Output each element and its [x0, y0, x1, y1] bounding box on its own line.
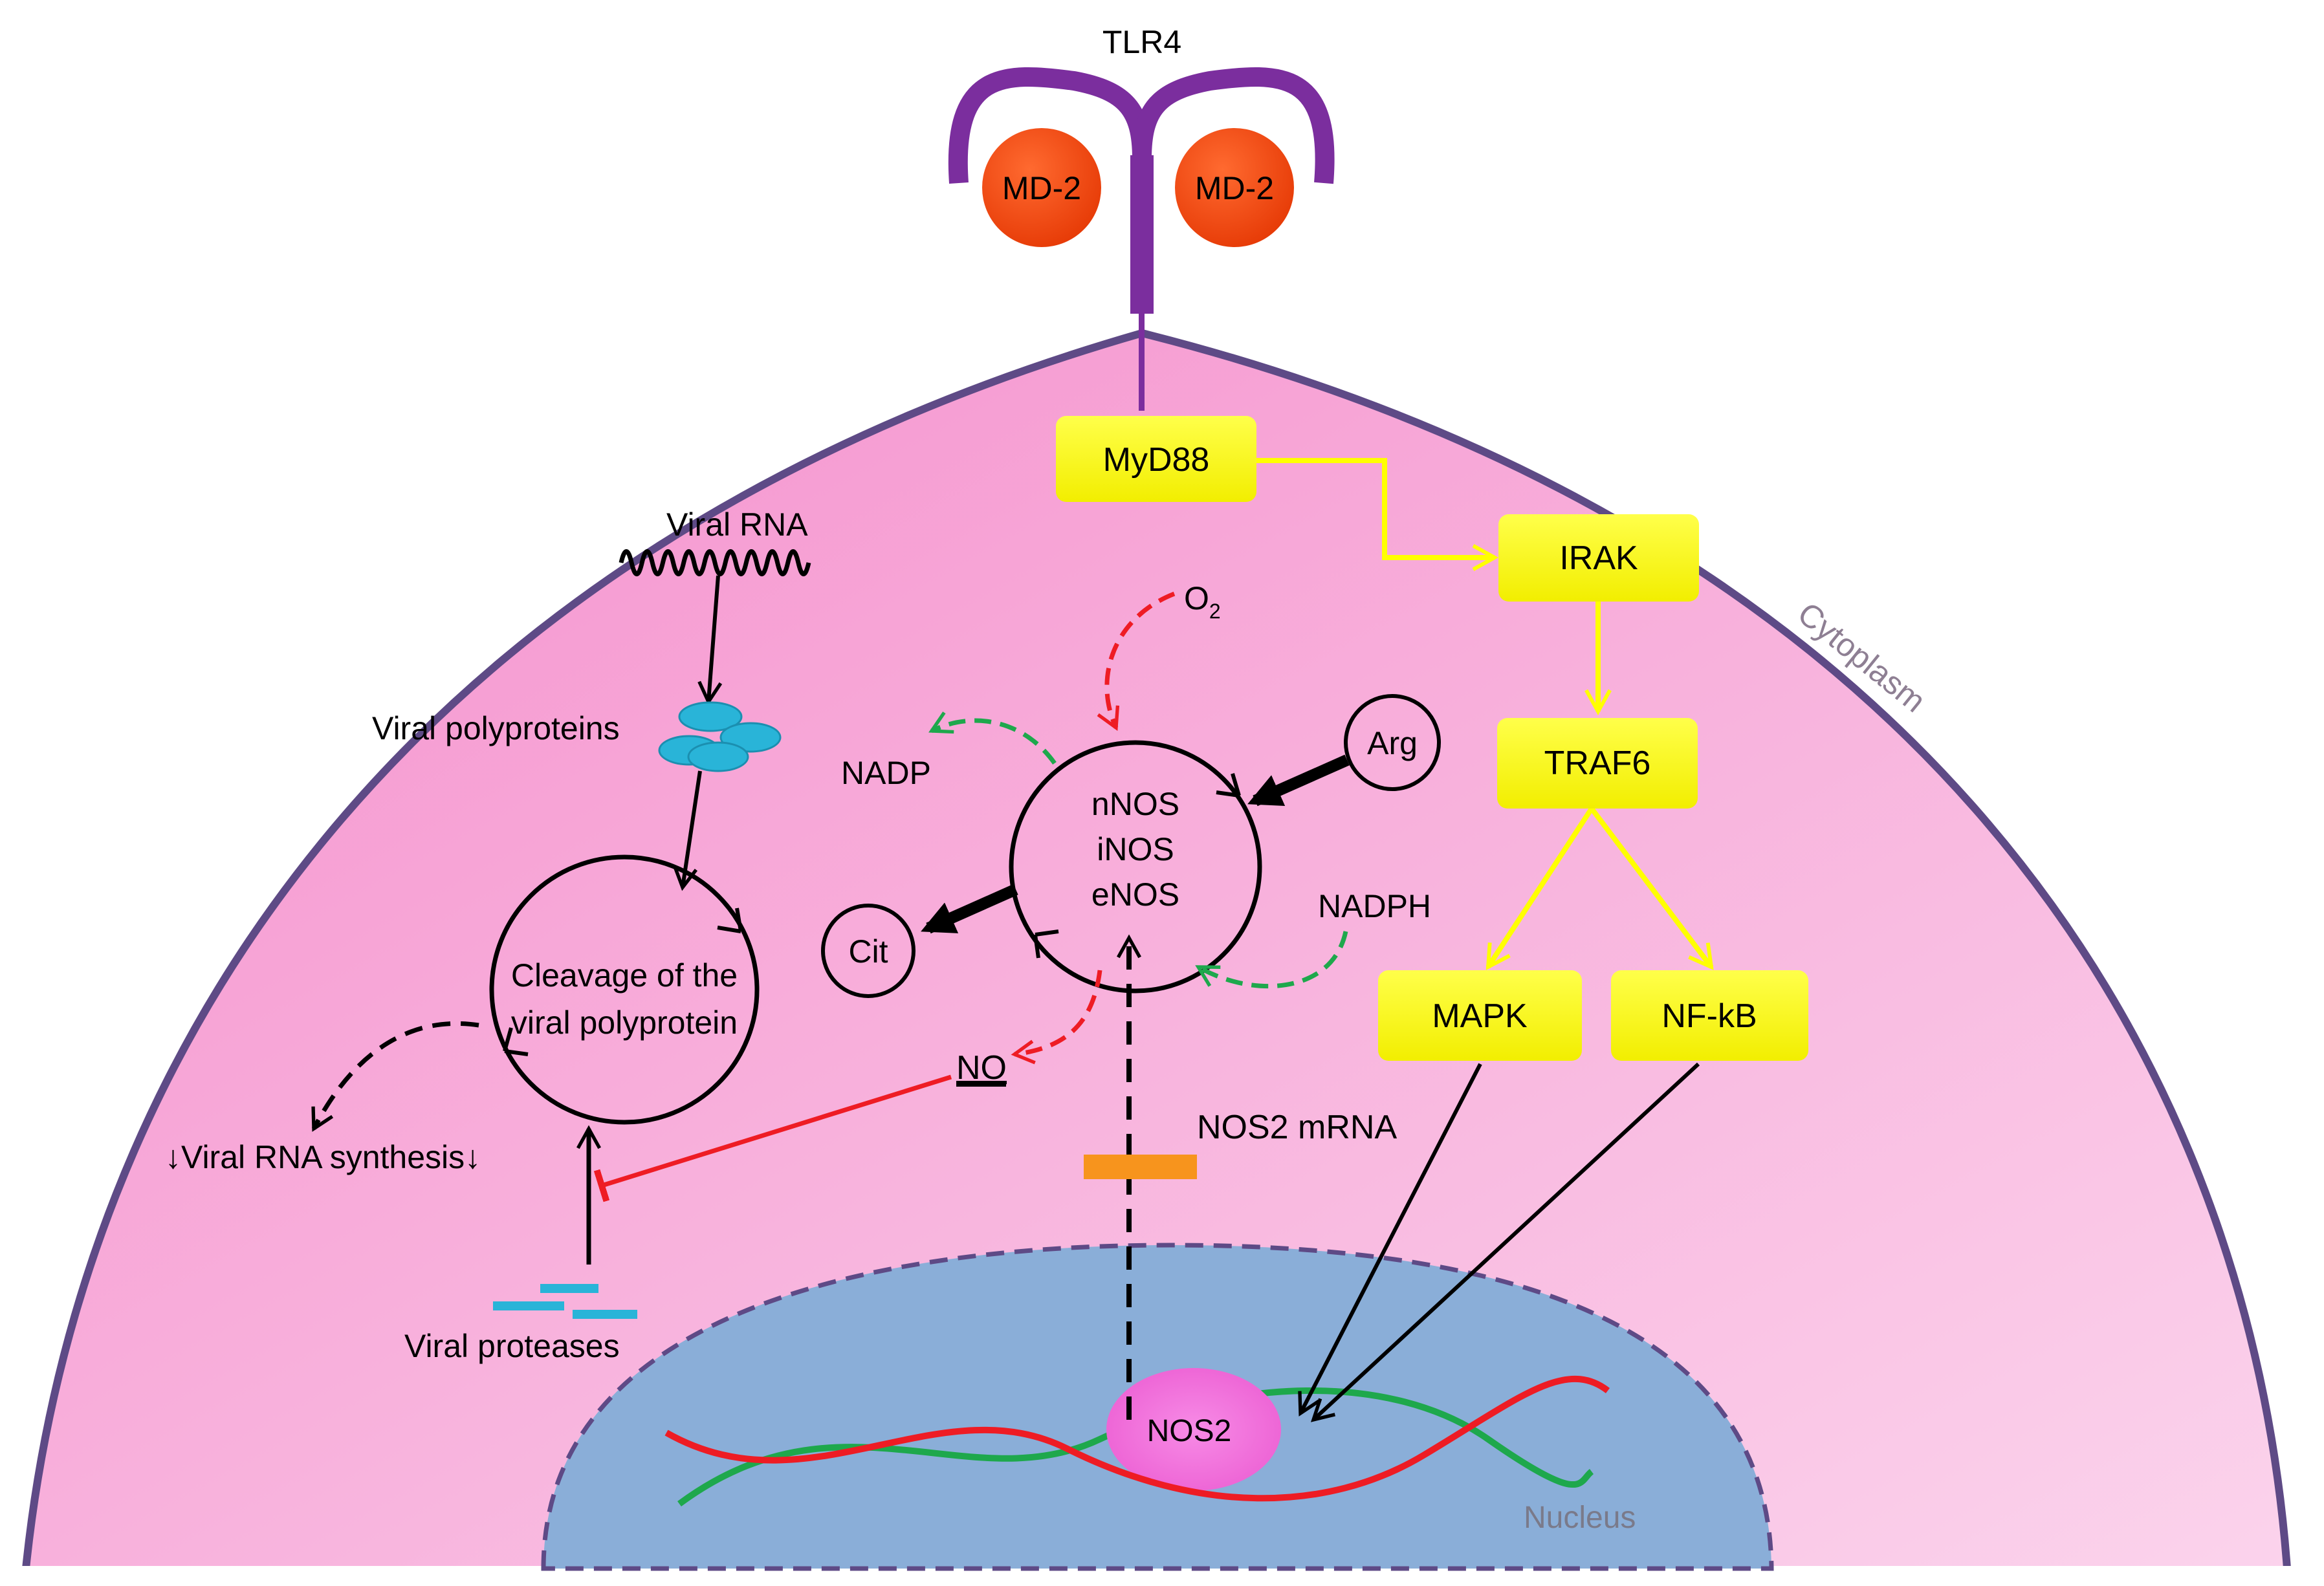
polyprotein-icon — [658, 701, 782, 772]
cleavage-to-rna-synthesis-arrow — [311, 1021, 479, 1132]
dna-strand-red — [664, 1375, 1610, 1502]
nos-to-cit-arrow — [921, 884, 1018, 934]
cit-node: Cit — [821, 904, 915, 998]
svg-text:IRAK: IRAK — [1559, 539, 1638, 577]
arg-node: Arg — [1344, 694, 1441, 791]
tlr4-receptor — [948, 67, 1335, 411]
nos2-label: NOS2 — [1147, 1414, 1232, 1448]
nos-to-no-arrow — [1011, 970, 1102, 1065]
svg-text:MAPK: MAPK — [1432, 997, 1528, 1035]
myd88-box: MyD88 — [1056, 416, 1256, 502]
md2-left — [982, 128, 1101, 247]
nos2-gene-blob — [1106, 1368, 1281, 1491]
o2-to-nos-arrow — [1097, 591, 1176, 731]
viral-proteases-label: Viral proteases — [404, 1328, 620, 1364]
arg-to-nos-arrow — [1247, 754, 1350, 807]
mapk-box: MAPK — [1378, 970, 1582, 1061]
svg-text:nNOS: nNOS — [1091, 786, 1179, 822]
md2-right — [1175, 128, 1294, 247]
rna-to-polyprotein-arrow — [697, 575, 723, 706]
svg-text:eNOS: eNOS — [1091, 876, 1179, 913]
traf6-box: TRAF6 — [1497, 718, 1698, 809]
cleavage-cycle: Cleavage of the viral polyprotein — [489, 854, 760, 1125]
nos2-mrna-bar — [1084, 1155, 1197, 1179]
nadph-to-nos-arrow — [1195, 931, 1348, 989]
nos-cycle: nNOS iNOS eNOS — [1009, 740, 1262, 994]
md2-right-label: MD-2 — [1195, 170, 1274, 206]
pathway-arrows — [1255, 458, 1714, 971]
irak-box: IRAK — [1498, 514, 1699, 602]
viral-proteases-icon — [493, 1284, 637, 1319]
svg-text:NF-kB: NF-kB — [1661, 997, 1757, 1035]
svg-text:TRAF6: TRAF6 — [1544, 744, 1651, 782]
md2-left-label: MD-2 — [1002, 170, 1081, 206]
svg-text:MyD88: MyD88 — [1103, 441, 1210, 479]
svg-text:iNOS: iNOS — [1097, 831, 1174, 867]
viral-rna-wave — [619, 549, 811, 576]
nos2-mrna-label: NOS2 mRNA — [1197, 1109, 1397, 1146]
mapk-to-nos2-arrow — [1298, 1063, 1482, 1417]
nfkb-to-nos2-arrow — [1310, 1062, 1700, 1422]
viral-polyproteins-label: Viral polyproteins — [372, 710, 620, 746]
viral-rna-synthesis-label: ↓Viral RNA synthesis↓ — [165, 1139, 481, 1175]
svg-text:viral polyprotein: viral polyprotein — [511, 1005, 738, 1041]
svg-text:Arg: Arg — [1367, 725, 1418, 761]
polyprotein-to-cleavage-arrow — [673, 770, 702, 891]
no-inhibition — [593, 1074, 952, 1202]
svg-text:Cit: Cit — [848, 933, 888, 970]
tlr4-label: TLR4 — [1102, 24, 1181, 60]
no-label: NO — [956, 1049, 1007, 1087]
nucleus-label: Nucleus — [1524, 1501, 1636, 1535]
viral-rna-label: Viral RNA — [666, 506, 808, 543]
o2-label: O2 — [1184, 580, 1221, 623]
nadp-label: NADP — [841, 755, 931, 791]
svg-text:Cleavage of the: Cleavage of the — [511, 957, 738, 994]
nadph-label: NADPH — [1318, 888, 1431, 924]
nfkb-box: NF-kB — [1611, 970, 1808, 1061]
